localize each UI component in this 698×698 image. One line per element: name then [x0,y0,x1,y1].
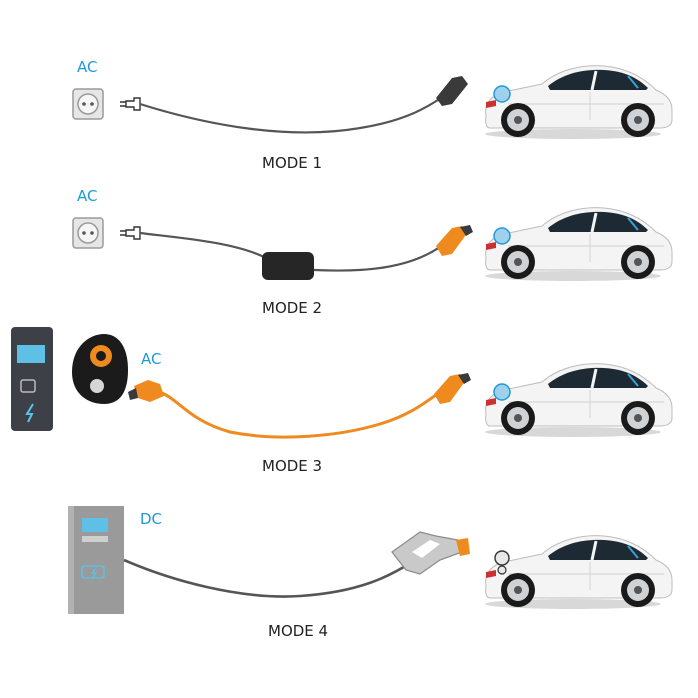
mode-label: MODE 1 [262,154,323,172]
wallbox-round-icon [72,334,128,404]
mode-label: MODE 4 [268,622,329,640]
mode-2-cable-a [139,231,267,259]
current-type-label: DC [140,510,163,528]
mode-label: MODE 2 [262,299,323,317]
wallbox-icon [11,327,53,431]
charging-station-icon [68,506,124,614]
ev-car-icon [483,64,674,141]
power-socket-icon [72,217,104,249]
battery-bolt-icon [90,568,98,578]
ev-car-icon [483,206,674,283]
ev-car-icon [483,534,674,611]
ev-car-icon [483,362,674,439]
dc-connector-tip [456,538,470,556]
mode-2-cable-b [313,243,445,272]
mode-3-connector-left [134,380,164,402]
power-socket-icon [72,88,104,120]
mode-3-connector-right [434,374,466,404]
current-type-label: AC [77,58,98,76]
mode-4-row [68,506,674,614]
mode-3-row [11,327,674,439]
mode-2-connector [436,226,468,256]
mode-1-connector [436,76,468,106]
charging-port-icon [494,550,510,566]
current-type-label: AC [141,350,162,368]
dc-connector-handle-gap [412,540,440,558]
current-type-label: AC [77,187,98,205]
mode-label: MODE 3 [262,457,323,475]
mode-3-cable [159,390,441,439]
mode-2-connector-tip [460,225,473,236]
control-box-icon [262,252,314,280]
charging-port-dc-icon [497,565,507,575]
lightning-icon [25,403,34,423]
battery-icon [81,565,105,579]
mode-1-cable [139,95,445,134]
mode-2-row [72,206,674,283]
mode-1-row [72,64,674,141]
plug-icon [119,97,141,111]
charging-port-icon [493,85,511,103]
mode-3-connector-left-tip [128,388,138,400]
mode-4-cable [123,558,413,598]
mode-3-connector-right-tip [458,373,471,384]
charging-port-icon [493,227,511,245]
plug-icon [119,226,141,240]
charging-port-icon [493,383,511,401]
